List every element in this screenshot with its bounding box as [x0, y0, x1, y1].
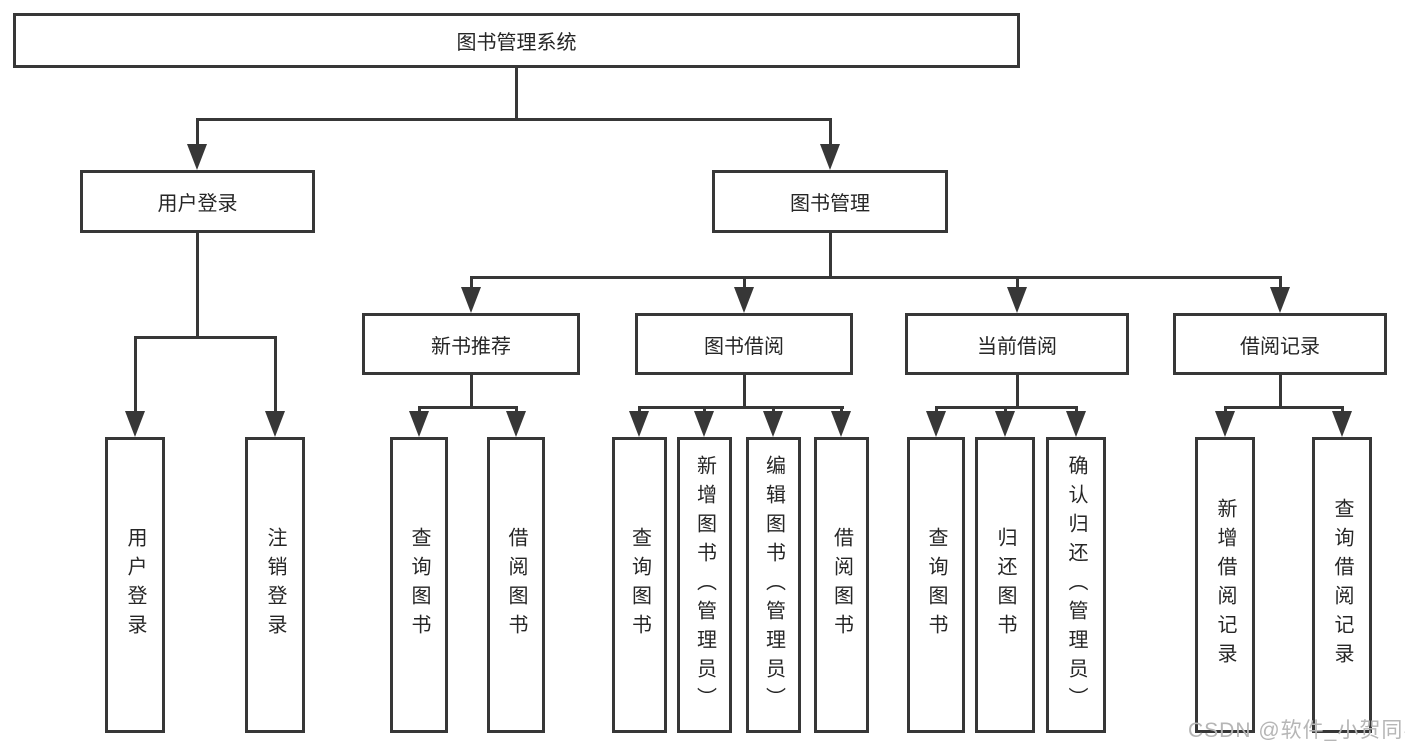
- leaf-user-login: 用户登录: [105, 437, 165, 733]
- node-book-management: 图书管理: [712, 170, 948, 233]
- connector-drop-c4: [840, 406, 843, 411]
- leaf-label: 新增借阅记录: [1214, 498, 1236, 672]
- arrow-down-c3: [763, 411, 783, 437]
- arrow-down-new-book-rec: [461, 287, 481, 313]
- leaf-label: 编辑图书（管理员）: [762, 454, 785, 716]
- arrow-down-leaf-logout: [265, 411, 285, 437]
- connector-drop-user-login: [196, 118, 199, 144]
- arrow-down-b1: [409, 411, 429, 437]
- node-label: 用户登录: [157, 193, 238, 215]
- connector-new-book-branch: [418, 406, 518, 409]
- connector-root-stub: [515, 68, 518, 118]
- connector-book-mgmt-branch: [470, 276, 1282, 279]
- leaf-logout: 注销登录: [245, 437, 305, 733]
- node-label: 新书推荐: [431, 335, 511, 358]
- node-label: 图书借阅: [704, 335, 784, 358]
- leaf-return-books: 归还图书: [975, 437, 1035, 733]
- connector-new-book-stub: [470, 375, 473, 406]
- connector-drop-d3: [1075, 406, 1078, 411]
- connector-drop-current-borrow: [1016, 276, 1019, 287]
- arrow-down-d3: [1066, 411, 1086, 437]
- arrow-down-e1: [1215, 411, 1235, 437]
- connector-drop-borrow-record: [1279, 276, 1282, 287]
- leaf-query-books-borrow: 查询图书: [612, 437, 667, 733]
- arrow-down-borrow-record: [1270, 287, 1290, 313]
- node-borrowing-records: 借阅记录: [1173, 313, 1387, 375]
- leaf-label: 归还图书: [994, 527, 1016, 643]
- leaf-add-borrow-record: 新增借阅记录: [1195, 437, 1255, 733]
- node-label: 图书管理: [790, 193, 870, 215]
- connector-borrow-record-branch: [1224, 406, 1344, 409]
- connector-borrow-record-stub: [1279, 375, 1282, 406]
- connector-drop-e1: [1224, 406, 1227, 411]
- arrow-down-e2: [1332, 411, 1352, 437]
- leaf-borrow-books: 借阅图书: [814, 437, 869, 733]
- arrow-down-user-login: [187, 144, 207, 170]
- connector-drop-d2: [1004, 406, 1007, 411]
- connector-drop-b2: [515, 406, 518, 411]
- node-book-borrowing: 图书借阅: [635, 313, 853, 375]
- arrow-down-book-mgmt: [820, 144, 840, 170]
- connector-drop-book-mgmt: [829, 118, 832, 144]
- connector-drop-book-borrow: [743, 276, 746, 287]
- node-root-library-system: 图书管理系统: [13, 13, 1020, 68]
- leaf-label: 借阅图书: [830, 527, 853, 643]
- connector-book-mgmt-stub: [829, 233, 832, 276]
- leaf-label: 查询图书: [408, 527, 430, 643]
- connector-drop-new-book-rec: [470, 276, 473, 287]
- arrow-down-b2: [506, 411, 526, 437]
- leaf-label: 查询图书: [925, 527, 947, 643]
- connector-drop-c1: [638, 406, 641, 411]
- leaf-label: 注销登录: [264, 527, 286, 643]
- arrow-down-d1: [926, 411, 946, 437]
- connector-book-borrow-branch: [639, 406, 844, 409]
- leaf-query-borrow-record: 查询借阅记录: [1312, 437, 1372, 733]
- arrow-down-leaf-user-login: [125, 411, 145, 437]
- leaf-edit-books-admin: 编辑图书（管理员）: [746, 437, 801, 733]
- leaf-confirm-return-admin: 确认归还（管理员）: [1046, 437, 1106, 733]
- node-current-borrowing: 当前借阅: [905, 313, 1129, 375]
- connector-current-borrow-stub: [1016, 375, 1019, 406]
- connector-drop-leaf-logout: [274, 336, 277, 411]
- connector-drop-b1: [418, 406, 421, 411]
- arrow-down-c1: [629, 411, 649, 437]
- arrow-down-c2: [694, 411, 714, 437]
- connector-drop-e2: [1341, 406, 1344, 411]
- leaf-label: 确认归还（管理员）: [1065, 454, 1087, 716]
- leaf-borrow-books-rec: 借阅图书: [487, 437, 545, 733]
- leaf-label: 借阅图书: [505, 527, 527, 643]
- connector-drop-d1: [935, 406, 938, 411]
- csdn-watermark: CSDN @软件_小贺同学: [1188, 719, 1405, 742]
- connector-drop-leaf-user-login: [134, 336, 137, 411]
- arrow-down-book-borrow: [734, 287, 754, 313]
- connector-book-borrow-stub: [743, 375, 746, 406]
- leaf-query-books-current: 查询图书: [907, 437, 965, 733]
- node-label: 借阅记录: [1240, 335, 1320, 358]
- node-label: 图书管理系统: [456, 32, 577, 54]
- node-user-login: 用户登录: [80, 170, 315, 233]
- connector-drop-c2: [703, 406, 706, 411]
- arrow-down-d2: [995, 411, 1015, 437]
- leaf-label: 新增图书（管理员）: [693, 454, 716, 716]
- connector-user-login-stub: [196, 233, 199, 336]
- leaf-label: 用户登录: [124, 527, 146, 643]
- connector-root-branch: [196, 118, 832, 121]
- node-label: 当前借阅: [977, 335, 1057, 358]
- leaf-label: 查询借阅记录: [1331, 498, 1353, 672]
- node-new-book-recommend: 新书推荐: [362, 313, 580, 375]
- leaf-label: 查询图书: [628, 527, 651, 643]
- arrow-down-c4: [831, 411, 851, 437]
- connector-drop-c3: [772, 406, 775, 411]
- connector-user-login-branch: [134, 336, 277, 339]
- leaf-add-books-admin: 新增图书（管理员）: [677, 437, 732, 733]
- arrow-down-current-borrow: [1007, 287, 1027, 313]
- leaf-query-books-rec: 查询图书: [390, 437, 448, 733]
